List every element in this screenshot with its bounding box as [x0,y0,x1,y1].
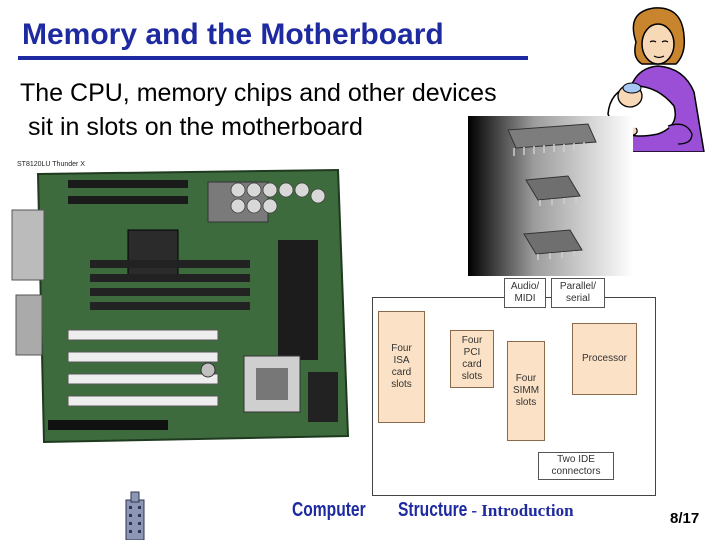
processor-block: Processor [572,323,637,395]
board-model-caption: ST8120LU Thunder X [17,161,85,168]
memory-chips-photo [468,116,633,276]
isa-slots-block: Four ISA card slots [378,311,425,423]
audio-midi-label: Audio/ MIDI [510,281,540,304]
processor-label: Processor [581,353,627,364]
pci-slots-label: Four PCI card slots [461,335,483,382]
motherboard-diagram: Four ISA card slots Four PCI card slots … [372,278,656,496]
footer-word-computer: Computer [292,499,366,521]
footer-word-introduction: - Introduction [471,501,574,520]
body-line-1: The CPU, memory chips and other devices [20,79,497,107]
ide-connectors-label: Two IDE connectors [551,454,601,477]
simm-slots-block: Four SIMM slots [507,341,545,441]
isa-slots-label: Four ISA card slots [391,343,412,390]
audio-midi-connector: Audio/ MIDI [504,278,546,308]
parallel-serial-label: Parallel/ serial [559,281,597,304]
tower-building-icon [125,491,145,540]
parallel-serial-connector: Parallel/ serial [551,278,605,308]
footer-title: Computer Structure- Introduction [292,499,574,522]
motherboard-photo [8,160,358,450]
pci-slots-block: Four PCI card slots [450,330,494,388]
slide-body: The CPU, memory chips and other devices … [20,76,497,144]
title-underline [18,56,528,60]
page-number: 8/17 [670,510,700,527]
slide-title: Memory and the Motherboard [22,18,444,51]
body-line-2: sit in slots on the motherboard [28,113,363,141]
ide-connectors: Two IDE connectors [538,452,614,480]
footer-word-structure: Structure [398,499,468,521]
simm-slots-label: Four SIMM slots [512,373,540,408]
